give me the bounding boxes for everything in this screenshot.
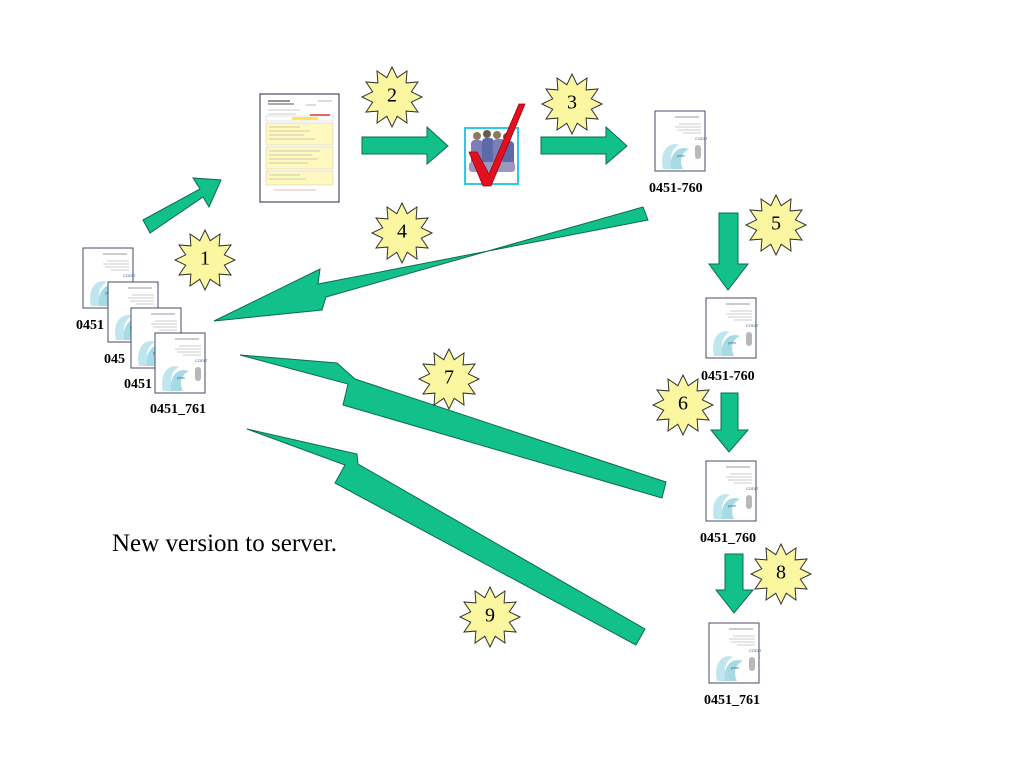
step-4-starburst: 4: [371, 202, 433, 264]
step-1-number: 1: [200, 248, 210, 270]
step-7-starburst: 7: [418, 348, 480, 410]
step-4-number: 4: [397, 221, 407, 243]
step-9-number: 9: [485, 605, 495, 627]
step-6-starburst: 6: [652, 374, 714, 436]
step-3-starburst: 3: [541, 73, 603, 135]
stack-doc-4: [154, 332, 209, 394]
step-1-starburst: 1: [174, 229, 236, 291]
doc-label-after-step-5: 0451-760: [701, 369, 755, 384]
stack-label-2: 045: [104, 352, 125, 367]
document-after-step-3: [654, 110, 709, 172]
document-after-step-6: [705, 460, 760, 522]
stack-label-1: 0451: [76, 318, 104, 333]
approval-checkmark-icon: [464, 103, 526, 187]
step-2-starburst: 2: [361, 66, 423, 128]
arrow-4: [213, 206, 649, 322]
step-3-number: 3: [567, 92, 577, 114]
request-form-document: [259, 93, 340, 203]
arrow-2: [361, 125, 449, 166]
arrow-7: [239, 354, 667, 499]
step-7-number: 7: [444, 367, 454, 389]
step-5-number: 5: [771, 213, 781, 235]
stack-label-3: 0451: [124, 377, 152, 392]
document-stack: 0451 045 0451 0451_761: [76, 247, 209, 417]
caption-text: New version to server.: [112, 530, 337, 557]
doc-label-after-step-8: 0451_761: [704, 693, 760, 708]
doc-label-after-step-6: 0451_760: [700, 531, 756, 546]
step-5-starburst: 5: [745, 194, 807, 256]
doc-label-after-step-3: 0451-760: [649, 181, 703, 196]
arrow-1: [142, 177, 222, 234]
stack-label-4: 0451_761: [150, 402, 206, 417]
step-2-number: 2: [387, 85, 397, 107]
step-8-number: 8: [776, 562, 786, 584]
document-after-step-5: [705, 297, 760, 359]
step-6-number: 6: [678, 393, 688, 415]
arrow-9: [246, 428, 646, 646]
document-after-step-8: [708, 622, 763, 684]
step-9-starburst: 9: [459, 586, 521, 648]
arrow-3: [540, 125, 628, 166]
arrow-6: [709, 392, 750, 453]
arrow-5: [708, 212, 750, 291]
arrow-8: [714, 553, 755, 614]
step-8-starburst: 8: [750, 543, 812, 605]
